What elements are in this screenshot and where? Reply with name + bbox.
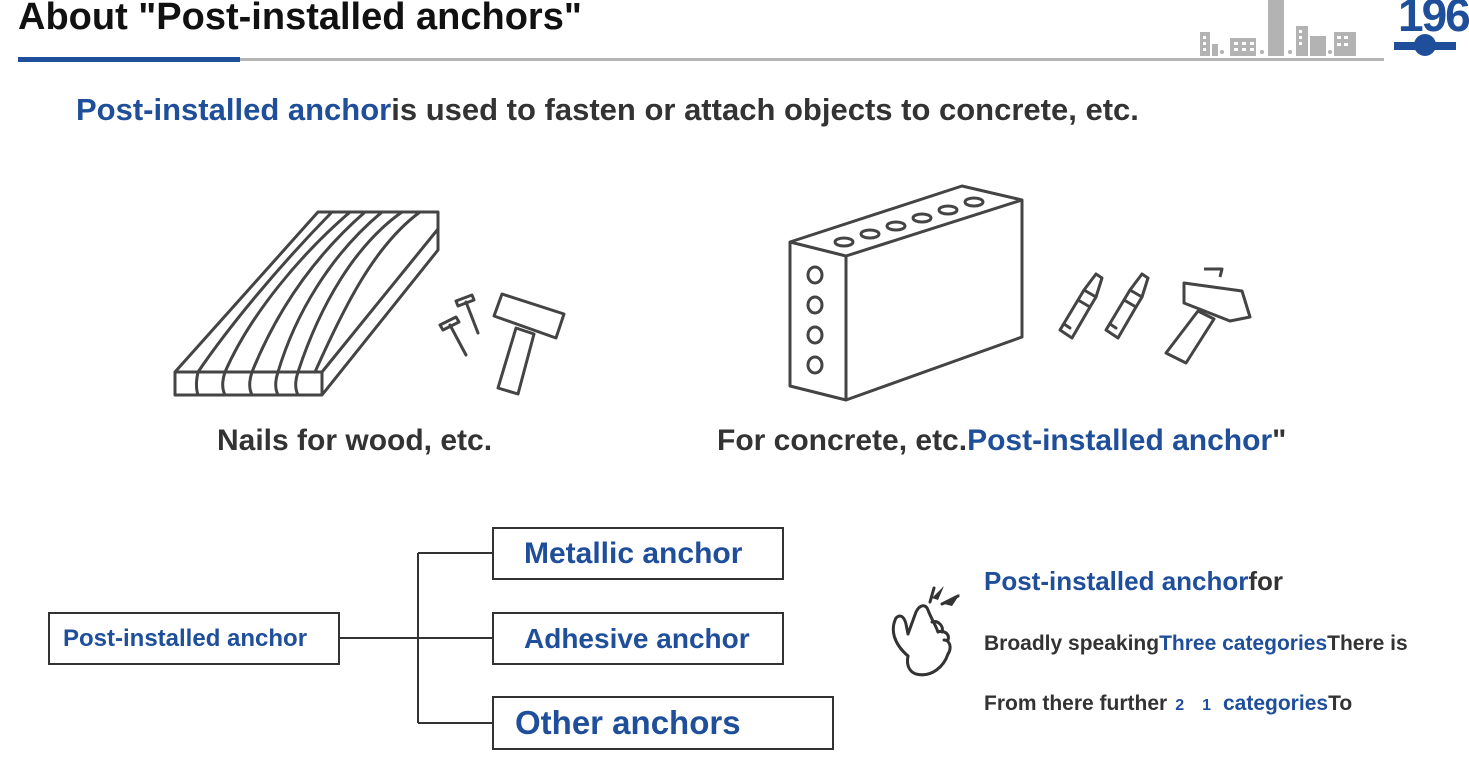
note-highlight: Three categories bbox=[1159, 632, 1328, 655]
concrete-caption-end: " bbox=[1272, 424, 1287, 457]
header-divider bbox=[18, 58, 1384, 61]
hammer-icon-right bbox=[1164, 267, 1252, 365]
note-number: 1 bbox=[1202, 697, 1211, 714]
tree-child-label: Adhesive anchor bbox=[524, 622, 750, 654]
tree-root-label: Post-installed anchor bbox=[63, 624, 308, 652]
lead-rest: is used to fasten or attach objects to c… bbox=[391, 92, 1139, 127]
wood-plank-icon bbox=[173, 210, 440, 397]
note-text: for bbox=[1248, 566, 1284, 596]
lead-sentence: Post-installed anchoris used to fasten o… bbox=[76, 92, 1139, 128]
anchor-bolts-icon bbox=[1058, 272, 1150, 340]
note-highlight: categories bbox=[1223, 692, 1329, 715]
tree-child-metallic: Metallic anchor bbox=[492, 527, 784, 580]
tree-child-other: Other anchors bbox=[492, 696, 834, 750]
note-text: To bbox=[1328, 692, 1353, 715]
note-highlight: Post-installed anchor bbox=[984, 566, 1249, 596]
note-text: There is bbox=[1327, 632, 1408, 655]
tree-connectors bbox=[340, 552, 494, 724]
note-text: Broadly speaking bbox=[984, 632, 1160, 655]
note-number: 2 bbox=[1175, 697, 1185, 714]
concrete-caption-plain: For concrete, etc. bbox=[717, 424, 968, 457]
tree-child-adhesive: Adhesive anchor bbox=[492, 612, 784, 665]
pointing-hand-icon bbox=[891, 586, 960, 677]
page-title: About "Post-installed anchors" bbox=[18, 0, 582, 38]
note-line-2: Broadly speakingThree categoriesThere is bbox=[984, 632, 1408, 656]
nails-icon bbox=[438, 293, 480, 357]
hammer-icon bbox=[492, 292, 566, 396]
tree-root-box: Post-installed anchor bbox=[48, 612, 340, 665]
note-text: From there further bbox=[984, 692, 1168, 715]
tree-child-label: Metallic anchor bbox=[524, 536, 743, 570]
logo-plug bbox=[1414, 34, 1436, 56]
concrete-caption: For concrete, etc.Post-installed anchor" bbox=[717, 424, 1286, 458]
logo: 196 bbox=[1394, 0, 1469, 62]
concrete-caption-highlight: Post-installed anchor bbox=[967, 424, 1273, 457]
wood-caption: Nails for wood, etc. bbox=[217, 424, 493, 457]
header-accent-bar bbox=[18, 57, 240, 62]
note-line-1: Post-installed anchorfor bbox=[984, 566, 1283, 597]
concrete-block-icon bbox=[788, 184, 1024, 402]
lead-highlight: Post-installed anchor bbox=[76, 92, 392, 127]
tree-child-label: Other anchors bbox=[515, 704, 741, 741]
city-skyline-icon bbox=[1200, 0, 1356, 56]
logo-text: 196 bbox=[1398, 0, 1469, 41]
